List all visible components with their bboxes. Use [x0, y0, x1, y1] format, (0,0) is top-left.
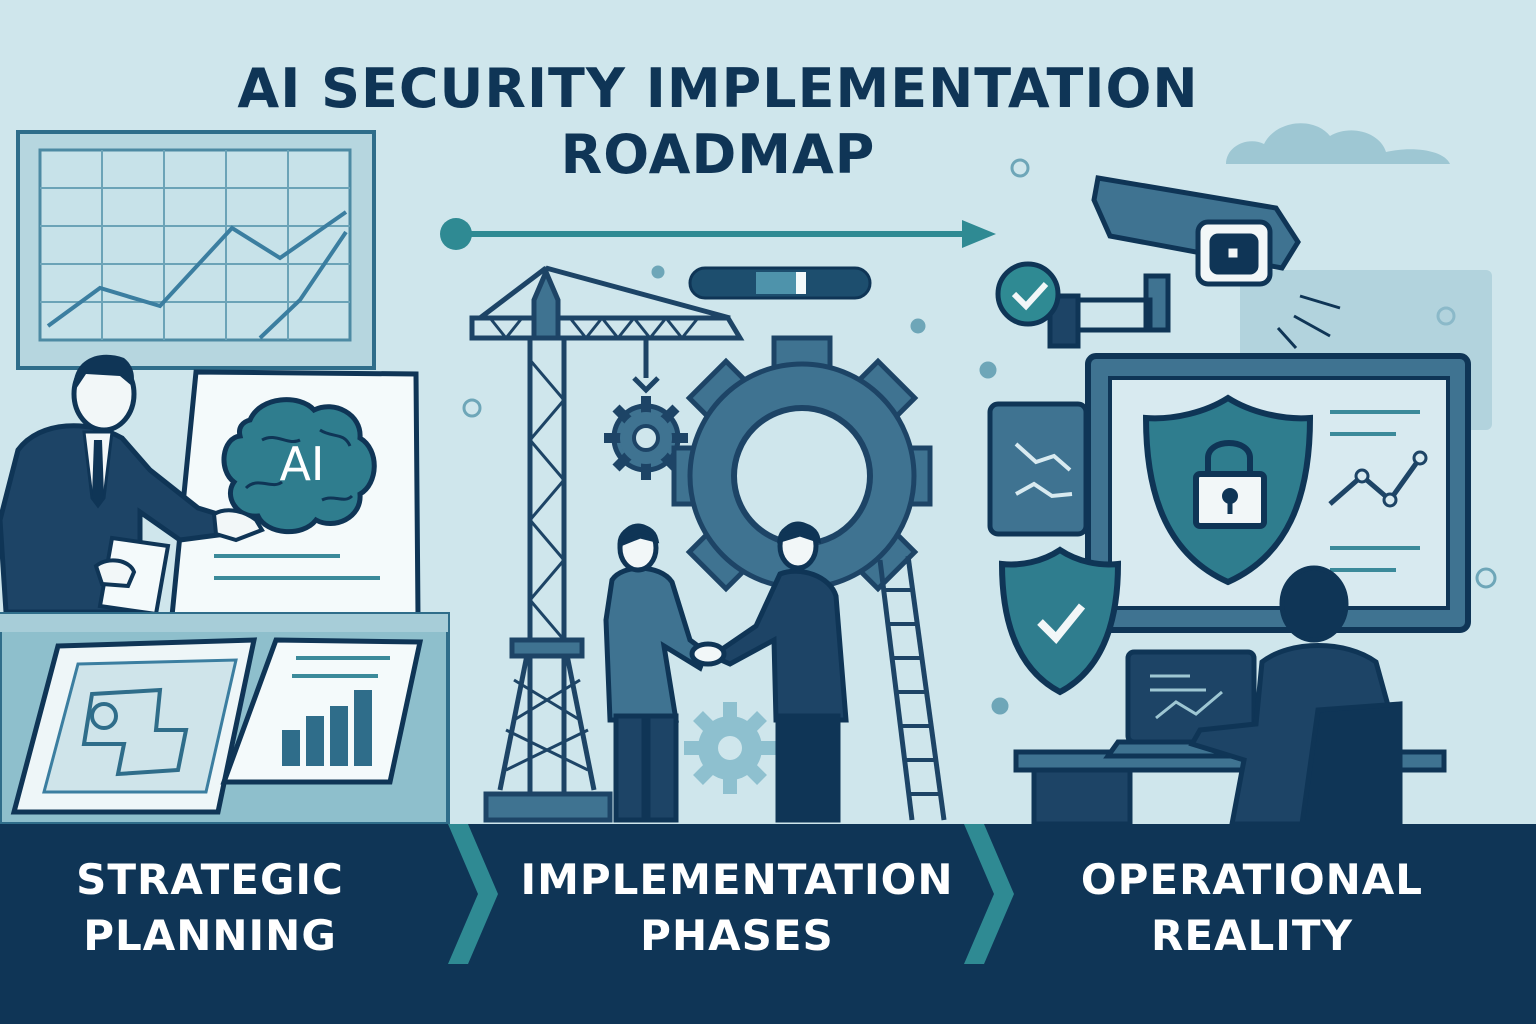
- stage-strategic-planning: STRATEGIC PLANNING: [0, 852, 420, 964]
- handshake-icon: [603, 521, 849, 823]
- cloud-icon: [1226, 123, 1450, 164]
- stage-operational-reality: OPERATIONAL REALITY: [1014, 852, 1490, 964]
- page-title-line-2: ROADMAP: [560, 123, 876, 186]
- monitor-lines: [1330, 410, 1420, 572]
- shield-lock-icon: [1142, 394, 1314, 586]
- crane-icon: [469, 265, 745, 823]
- stage-band: [0, 824, 1536, 1024]
- stage-label-line-2: REALITY: [1151, 911, 1353, 960]
- line-chart-icon: [16, 130, 376, 370]
- presenter-person: [0, 354, 265, 617]
- security-camera-icon: [1047, 175, 1341, 350]
- stage-label-line-2: PHASES: [640, 911, 834, 960]
- gear-icon: [671, 335, 933, 617]
- timeline-arrow: [440, 218, 996, 250]
- stage-label-line-2: PLANNING: [83, 911, 337, 960]
- shield-check-icon: [998, 546, 1122, 696]
- checkmark-icon: [995, 261, 1061, 327]
- hanging-gear-icon: [604, 396, 688, 480]
- stage-label-line-1: IMPLEMENTATION: [520, 855, 954, 904]
- analytics-panel: [987, 401, 1089, 537]
- stage-label-line-1: OPERATIONAL: [1080, 855, 1424, 904]
- stage-implementation-phases: IMPLEMENTATION PHASES: [498, 852, 976, 964]
- page-title-line-1: AI SECURITY IMPLEMENTATION: [237, 57, 1199, 120]
- trend-line-icon: [1328, 450, 1428, 508]
- ladder-icon: [877, 555, 947, 821]
- blueprint-icon: [10, 637, 258, 815]
- ai-badge-label: AI: [279, 437, 324, 491]
- small-gear-icon: [684, 702, 776, 794]
- stage-label-line-1: STRATEGIC: [76, 855, 344, 904]
- progress-bar: [688, 266, 872, 300]
- bar-chart-icon: [220, 637, 424, 785]
- brain-icon: [221, 397, 377, 535]
